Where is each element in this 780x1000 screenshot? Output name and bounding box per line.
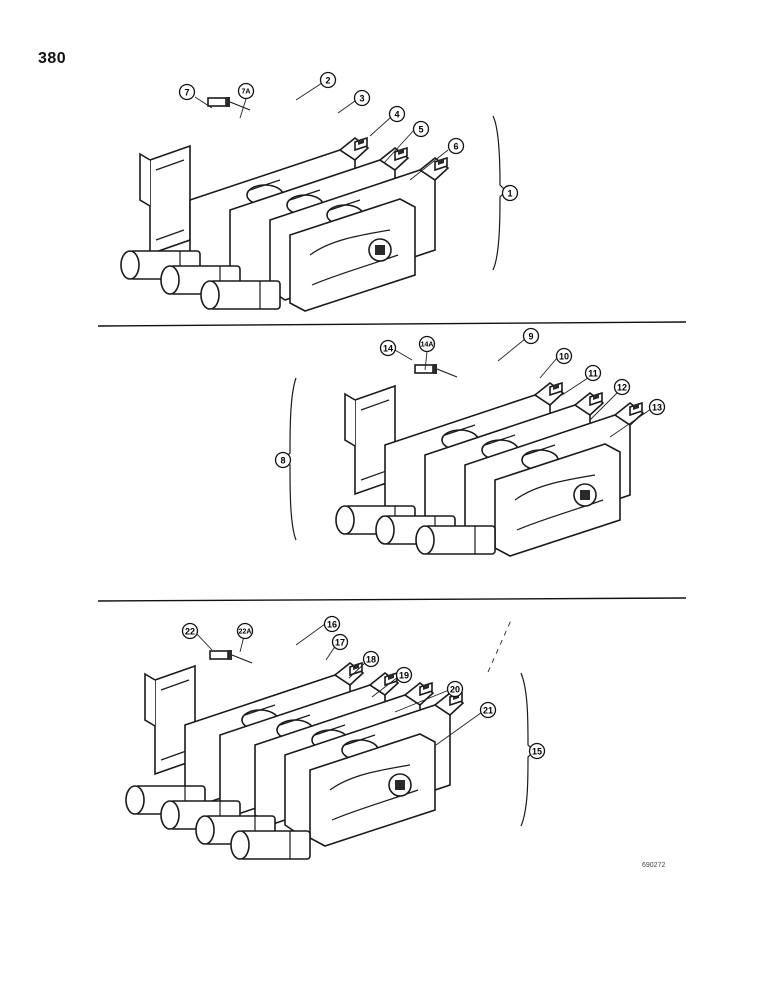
reference-code: 690272 [642,862,666,869]
callout-11-label: 11 [588,369,598,379]
callout-16: 16 [323,615,341,633]
callout-22: 22 [181,622,199,640]
callout-20-label: 20 [450,685,460,695]
page-number: 380 [38,50,67,67]
callout-13-label: 13 [652,403,662,413]
callout-15-label: 15 [532,747,542,757]
callout-19: 19 [395,666,413,684]
callout-7: 7 [178,83,196,101]
callout-14a-label: 14A [421,342,434,349]
callout-14: 14 [379,339,397,357]
callout-11: 11 [584,364,602,382]
callout-22a: 22A [236,622,254,640]
callout-6-label: 6 [453,142,458,152]
callout-8-label: 8 [280,456,285,466]
callout-19-label: 19 [399,671,409,681]
callout-4: 4 [388,105,406,123]
callout-18: 18 [362,650,380,668]
callout-7a: 7A [237,82,255,100]
divider-bottom [97,597,687,602]
callout-22a-label: 22A [239,629,252,636]
valve-assembly-15 [125,649,464,860]
callout-10-label: 10 [559,352,569,362]
callout-9: 9 [522,327,540,345]
callout-7a-label: 7A [242,89,251,96]
callout-14-label: 14 [383,344,393,354]
valve-assembly-1 [120,96,449,312]
callout-7-label: 7 [184,88,189,98]
callout-5: 5 [412,120,430,138]
callout-13: 13 [648,398,666,416]
callout-6: 6 [447,137,465,155]
callout-2-label: 2 [325,76,330,86]
callout-21: 21 [479,701,497,719]
callout-4-label: 4 [394,110,399,120]
callout-18-label: 18 [366,655,376,665]
callout-2: 2 [319,71,337,89]
callout-16-label: 16 [327,620,337,630]
callout-3: 3 [353,89,371,107]
callout-12-label: 12 [617,383,627,393]
callout-15: 15 [528,742,546,760]
callout-9-label: 9 [528,332,533,342]
callout-1: 1 [501,184,519,202]
callout-21-label: 21 [483,706,493,716]
callout-17-label: 17 [335,638,345,648]
callout-8: 8 [274,451,292,469]
callout-12: 12 [613,378,631,396]
callout-20: 20 [446,680,464,698]
valve-assembly-8 [335,363,644,557]
callout-5-label: 5 [418,125,423,135]
callout-22-label: 22 [185,627,195,637]
callout-10: 10 [555,347,573,365]
leader-lines [194,82,652,746]
callout-17: 17 [331,633,349,651]
divider-top [97,321,687,327]
callout-1-label: 1 [507,189,512,199]
callout-3-label: 3 [359,94,364,104]
callout-14a: 14A [418,335,436,353]
